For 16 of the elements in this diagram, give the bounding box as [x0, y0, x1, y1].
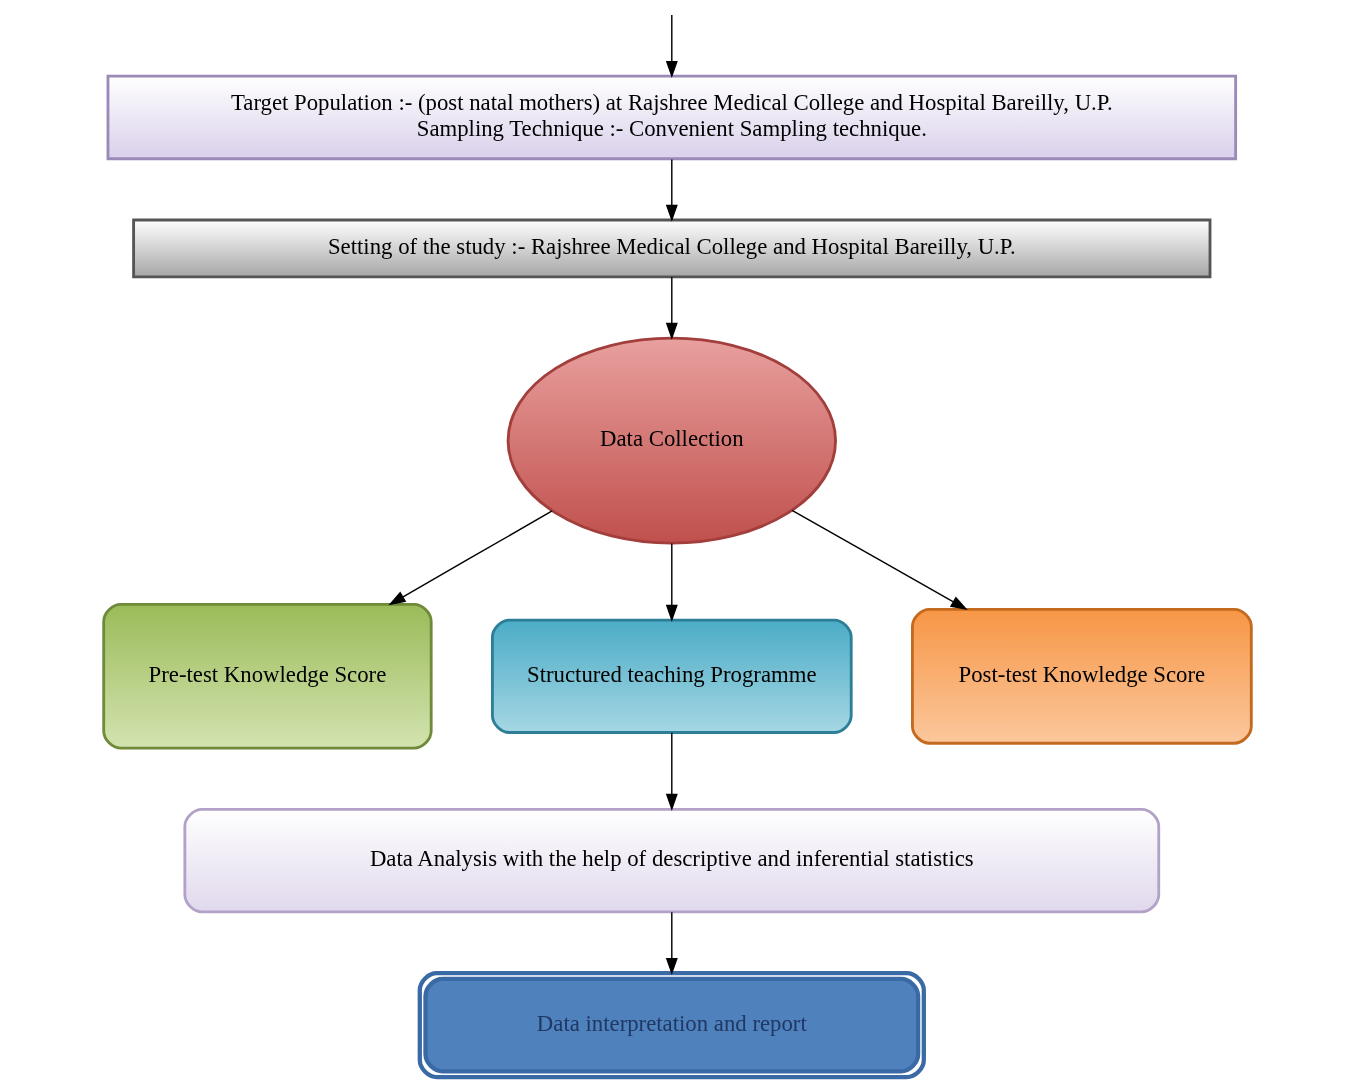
arrow: [665, 731, 678, 811]
arrow: [791, 509, 968, 611]
arrow: [665, 276, 678, 340]
node-box: Data interpretation and report: [417, 971, 926, 1080]
node-box: Data Analysis with the help of descriptive and inferential statistics: [183, 808, 1161, 914]
node-box: Post-test Knowledge Score: [911, 607, 1253, 745]
node-box: Pre-test Knowledge Score: [102, 602, 433, 750]
node-box: Target Population :- (post natal mothers) at Rajshree Medical College and Hospital Bareilly, U.P. Sampling Technique :- Convenient Sampling technique.: [106, 74, 1238, 161]
arrow: [665, 542, 678, 622]
arrow: [665, 911, 678, 976]
arrow: [388, 510, 553, 606]
node-box: Setting of the study :- Rajshree Medical College and Hospital Bareilly, U.P.: [132, 218, 1212, 279]
node-box: Structured teaching Programme: [490, 618, 853, 734]
arrow: [665, 158, 678, 222]
arrow: [665, 14, 678, 79]
node-ellipse: Data Collection: [506, 336, 837, 545]
